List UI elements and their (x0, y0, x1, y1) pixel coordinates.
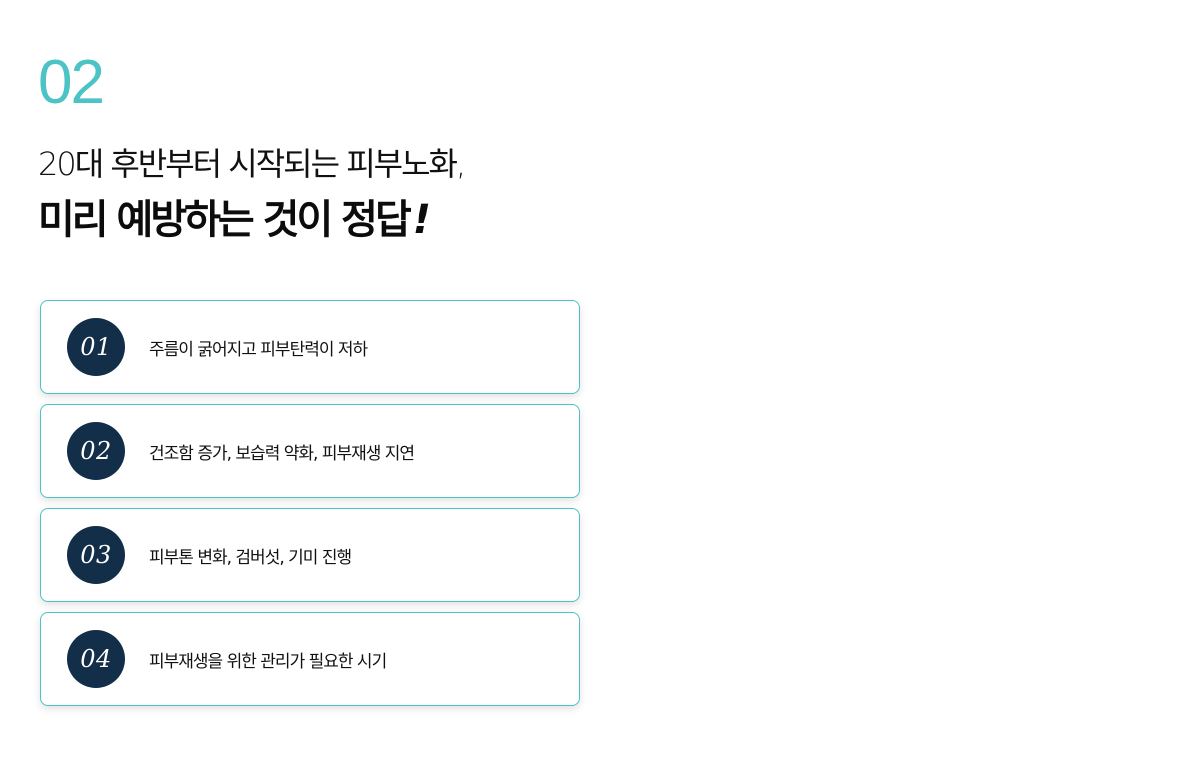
item-number-badge: 03 (67, 526, 125, 584)
list-item: 04 피부재생을 위한 관리가 필요한 시기 (40, 612, 580, 706)
item-number-badge: 01 (67, 318, 125, 376)
headline-exclamation: ! (412, 197, 431, 243)
item-text: 피부재생을 위한 관리가 필요한 시기 (149, 651, 387, 672)
headline-main: 미리 예방하는 것이 정답! (38, 196, 431, 244)
item-number-badge: 04 (67, 630, 125, 688)
list-item: 03 피부톤 변화, 검버섯, 기미 진행 (40, 508, 580, 602)
symptom-list: 01 주름이 굵어지고 피부탄력이 저하 02 건조함 증가, 보습력 약화, … (40, 300, 580, 716)
item-text: 건조함 증가, 보습력 약화, 피부재생 지연 (149, 443, 415, 464)
section-number: 02 (38, 48, 105, 117)
headline-main-text: 미리 예방하는 것이 정답 (38, 197, 412, 243)
item-text: 주름이 굵어지고 피부탄력이 저하 (149, 339, 368, 360)
item-number-badge: 02 (67, 422, 125, 480)
list-item: 01 주름이 굵어지고 피부탄력이 저하 (40, 300, 580, 394)
headline-sub: 20대 후반부터 시작되는 피부노화, (38, 145, 466, 183)
item-text: 피부톤 변화, 검버섯, 기미 진행 (149, 547, 352, 568)
list-item: 02 건조함 증가, 보습력 약화, 피부재생 지연 (40, 404, 580, 498)
